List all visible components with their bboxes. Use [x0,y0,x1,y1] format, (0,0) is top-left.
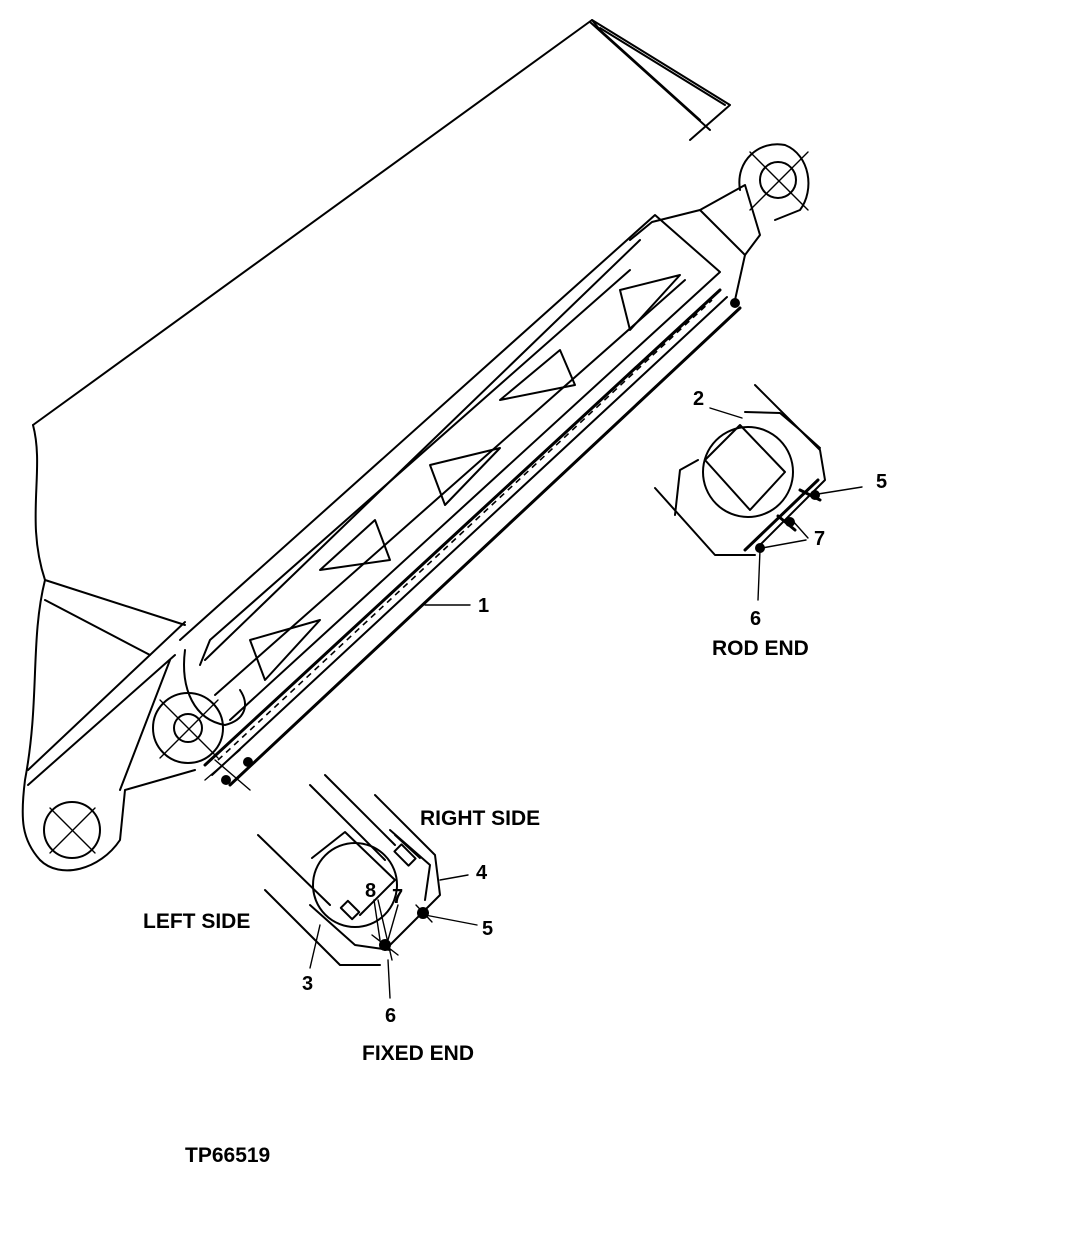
callout-1-label: 1 [478,595,489,617]
fixed-end-callout-8: 8 [365,880,376,902]
fixed-end-callout-5: 5 [482,918,493,940]
fixed-end-callout-6: 6 [385,1005,396,1027]
fixed-end-callout-4: 4 [476,862,488,884]
rod-end-callout-2: 2 [693,388,704,410]
rod-end-title: ROD END [712,637,809,660]
fixed-end-detail [257,774,478,999]
figure-id: TP66519 [185,1144,270,1167]
boom-pivot-pin [43,801,101,859]
fixed-end-right-side: RIGHT SIDE [420,807,540,830]
rod-end-callout-6: 6 [750,608,761,630]
cylinder-guard [203,288,742,791]
boom-outline [21,19,731,872]
rod-end-callout-7: 7 [814,528,825,550]
fixed-end-callout-3: 3 [302,973,313,995]
hydraulic-cylinder [152,143,810,764]
callout-1: 1 [424,595,489,617]
fixed-end-title: FIXED END [362,1042,474,1065]
fixed-end-left-side: LEFT SIDE [143,910,250,933]
rod-end-callout-5: 5 [876,471,887,493]
fixed-end-callout-7: 7 [392,886,403,908]
rod-end-detail [654,384,863,601]
